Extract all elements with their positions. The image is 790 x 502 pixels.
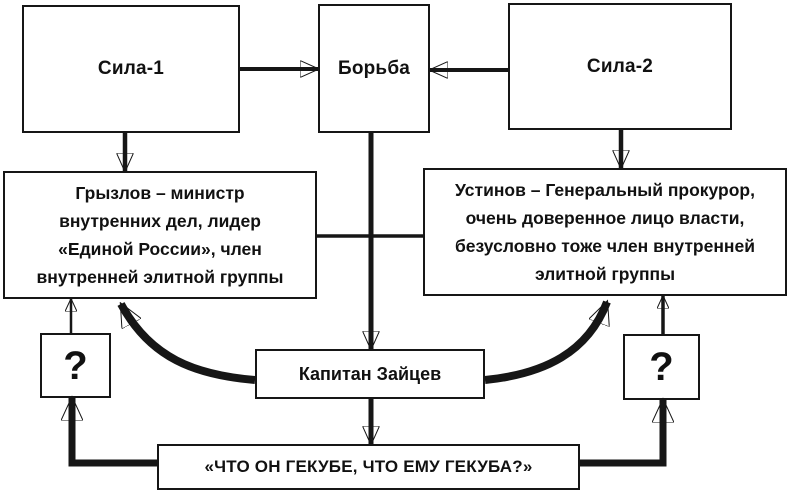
node-gryzlov-line-2: внутренних дел, лидер	[59, 211, 261, 231]
node-hecuba-quote: «ЧТО ОН ГЕКУБЕ, ЧТО ЕМУ ГЕКУБА?»	[157, 444, 580, 490]
arrow-zaytsev-to-ustinov-curved	[484, 302, 611, 384]
node-sila-1: Сила-1	[22, 5, 240, 133]
node-sila-1-label: Сила-1	[97, 58, 165, 79]
arrow-zaytsev-to-gryzlov-curved	[117, 304, 256, 384]
node-ustinov-line-1: Устинов – Генеральный прокурор,	[455, 180, 755, 200]
node-gryzlov-line-4: внутренней элитной группы	[36, 267, 284, 287]
node-question-left: ?	[40, 333, 111, 398]
arrow-hecuba-to-question-left	[72, 398, 157, 467]
question-left-label: ?	[63, 343, 88, 388]
node-ustinov-line-3: безусловно тоже член внутренней	[455, 236, 755, 256]
node-gryzlov-line-3: «Единой России», член	[58, 239, 262, 259]
node-borba: Борьба	[318, 4, 430, 133]
node-ustinov: Устинов – Генеральный прокурор, очень до…	[423, 168, 787, 296]
node-question-right: ?	[623, 334, 700, 400]
node-kapitan-zaytsev: Капитан Зайцев	[255, 349, 485, 399]
node-kapitan-zaytsev-label: Капитан Зайцев	[298, 363, 442, 384]
node-sila-2: Сила-2	[508, 3, 732, 130]
node-gryzlov: Грызлов – министр внутренних дел, лидер …	[3, 171, 317, 299]
question-right-label: ?	[649, 345, 674, 389]
node-ustinov-line-4: элитной группы	[534, 264, 676, 284]
arrow-hecuba-to-question-right	[580, 400, 663, 467]
node-borba-label: Борьба	[337, 57, 411, 79]
node-sila-2-label: Сила-2	[586, 55, 654, 77]
node-ustinov-line-2: очень доверенное лицо власти,	[465, 208, 745, 228]
node-gryzlov-line-1: Грызлов – министр	[75, 183, 245, 203]
node-hecuba-quote-label: «ЧТО ОН ГЕКУБЕ, ЧТО ЕМУ ГЕКУБА?»	[204, 457, 533, 476]
